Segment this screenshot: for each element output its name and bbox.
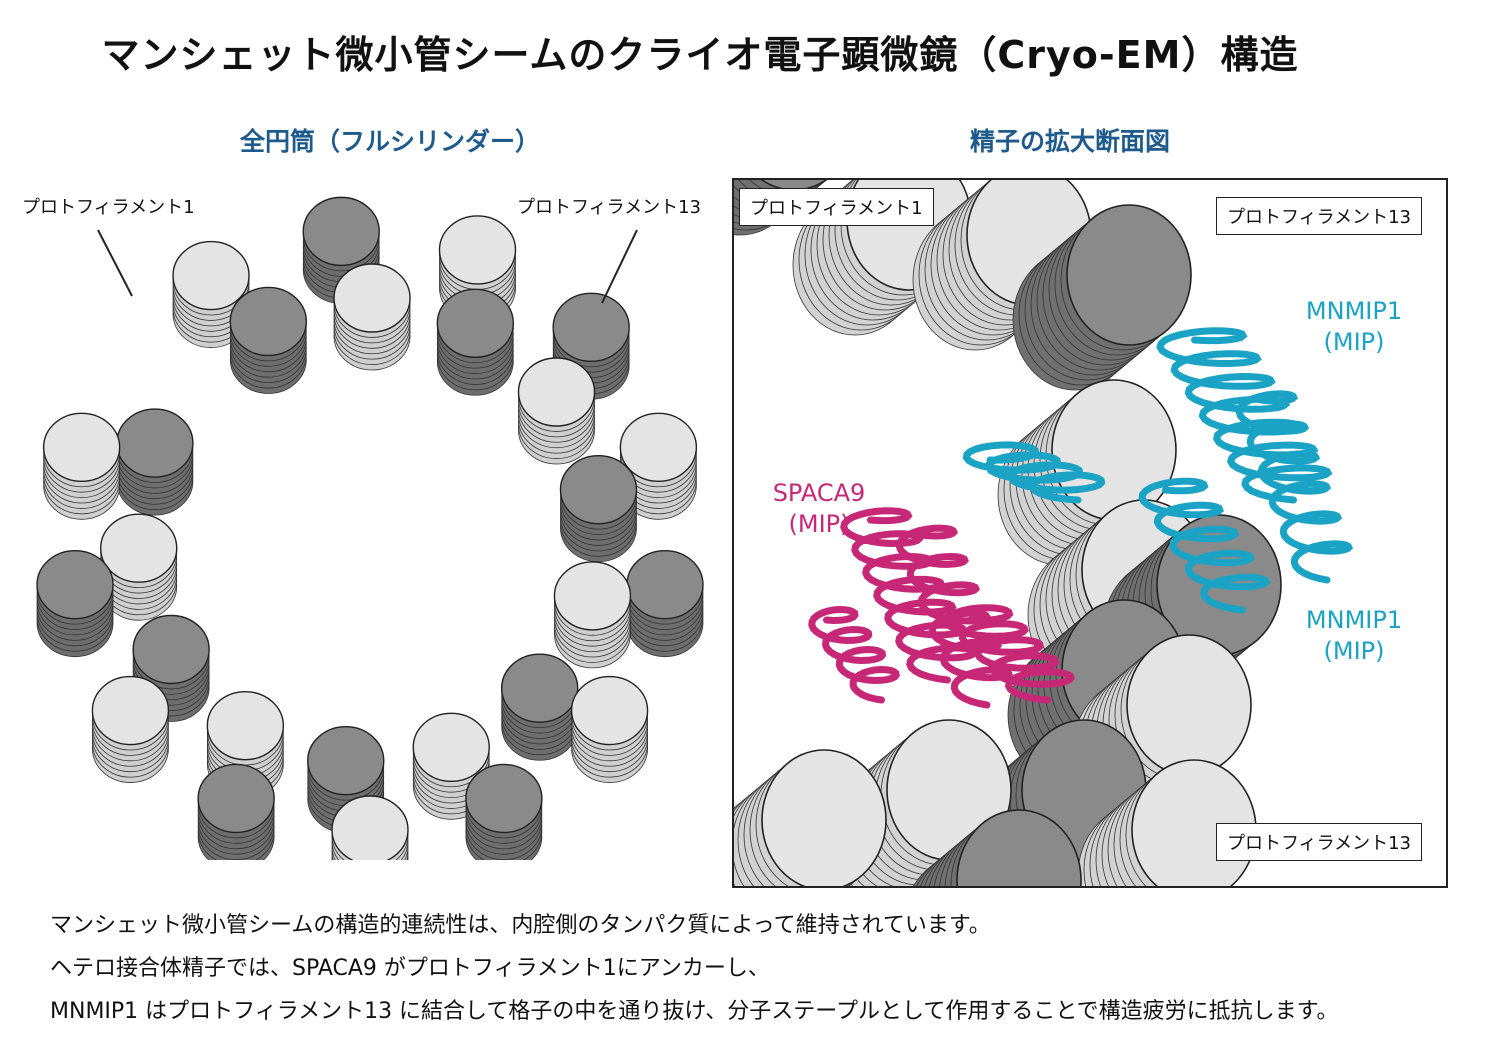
microtubule-ring-diagram bbox=[36, 196, 704, 860]
tubulin-subunit bbox=[436, 288, 515, 396]
tubulin-subunit bbox=[333, 263, 411, 371]
tubulin-subunit bbox=[553, 561, 632, 669]
tubulin-subunit bbox=[331, 795, 409, 860]
tubulin-subunit bbox=[517, 357, 596, 465]
mnmip1-top-label: MNMIP1 (MIP) bbox=[1294, 296, 1414, 358]
mnmip1-helix bbox=[1138, 477, 1271, 614]
caption-line-2: ヘテロ接合体精子では、SPACA9 がプロトフィラメント1にアンカーし、 bbox=[50, 956, 770, 981]
mnmip1-top-name: MNMIP1 bbox=[1305, 297, 1403, 325]
tubulin-subunit bbox=[206, 690, 285, 799]
tubulin-subunit bbox=[465, 763, 543, 860]
tubulin-subunit-zoom bbox=[734, 749, 887, 886]
zoom-section-heading: 精子の拡大断面図 bbox=[969, 127, 1170, 156]
full-cylinder-heading: 全円筒（フルシリンダー） bbox=[239, 127, 540, 156]
caption-line-1: マンシェット微小管シームの構造的連続性は、内腔側のタンパク質によって維持されてい… bbox=[50, 913, 991, 938]
pf13-label: プロトフィラメント13 bbox=[517, 197, 702, 218]
spaca9-helix bbox=[943, 604, 1075, 704]
tubulin-subunit bbox=[229, 286, 307, 394]
page-title: マンシェット微小管シームのクライオ電子顕微鏡（Cryo-EM）構造 bbox=[101, 33, 1299, 77]
mnmip1-bottom-label: MNMIP1 (MIP) bbox=[1294, 605, 1414, 667]
tubulin-subunit bbox=[91, 675, 170, 783]
mnmip1-helix bbox=[1235, 390, 1354, 584]
spaca9-helix bbox=[895, 524, 1013, 709]
spaca9-label: SPACA9 (MIP) bbox=[764, 478, 874, 540]
caption: マンシェット微小管シームの構造的連続性は、内腔側のタンパク質によって維持されてい… bbox=[50, 904, 1470, 1033]
zoom-panel: プロトフィラメント1 プロトフィラメント13 プロトフィラメント13 MNMIP… bbox=[732, 178, 1448, 888]
tubulin-subunit bbox=[197, 763, 275, 860]
seam-zoom-diagram bbox=[734, 180, 1354, 886]
pf1-box-label: プロトフィラメント1 bbox=[739, 188, 934, 226]
tubulin-subunit bbox=[570, 675, 649, 783]
tubulin-subunit bbox=[559, 455, 638, 563]
mnmip1-helix bbox=[962, 441, 1106, 504]
tubulin-subunit bbox=[438, 215, 517, 323]
mnmip1-bottom-name: MNMIP1 bbox=[1305, 606, 1403, 634]
spaca9-helix bbox=[808, 605, 900, 704]
tubulin-subunit bbox=[626, 549, 704, 658]
tubulin-subunit bbox=[412, 712, 490, 820]
spaca9-type: (MIP) bbox=[788, 510, 850, 538]
tubulin-subunit-zoom bbox=[913, 809, 1082, 886]
pf13-leader-line bbox=[601, 229, 638, 304]
pf13-top-box-label: プロトフィラメント13 bbox=[1216, 197, 1423, 235]
caption-line-3: MNMIP1 はプロトフィラメント13 に結合して格子の中を通り抜け、分子ステー… bbox=[50, 999, 1339, 1024]
tubulin-subunit bbox=[100, 513, 178, 621]
spaca9-name: SPACA9 bbox=[772, 479, 866, 507]
tubulin-subunit-zoom bbox=[1012, 204, 1192, 391]
pf1-label: プロトフィラメント1 bbox=[22, 197, 195, 218]
tubulin-subunit bbox=[500, 653, 579, 761]
tubulin-subunit bbox=[116, 408, 194, 516]
tubulin-subunit bbox=[36, 549, 114, 658]
mnmip1-top-type: (MIP) bbox=[1323, 328, 1385, 356]
mnmip1-bottom-type: (MIP) bbox=[1323, 637, 1385, 665]
tubulin-subunit-zoom bbox=[1077, 759, 1257, 886]
tubulin-subunit bbox=[42, 412, 121, 520]
tubulin-subunit bbox=[619, 412, 698, 520]
pf1-leader-line bbox=[97, 229, 133, 297]
pf13-bottom-box-label: プロトフィラメント13 bbox=[1216, 823, 1423, 861]
